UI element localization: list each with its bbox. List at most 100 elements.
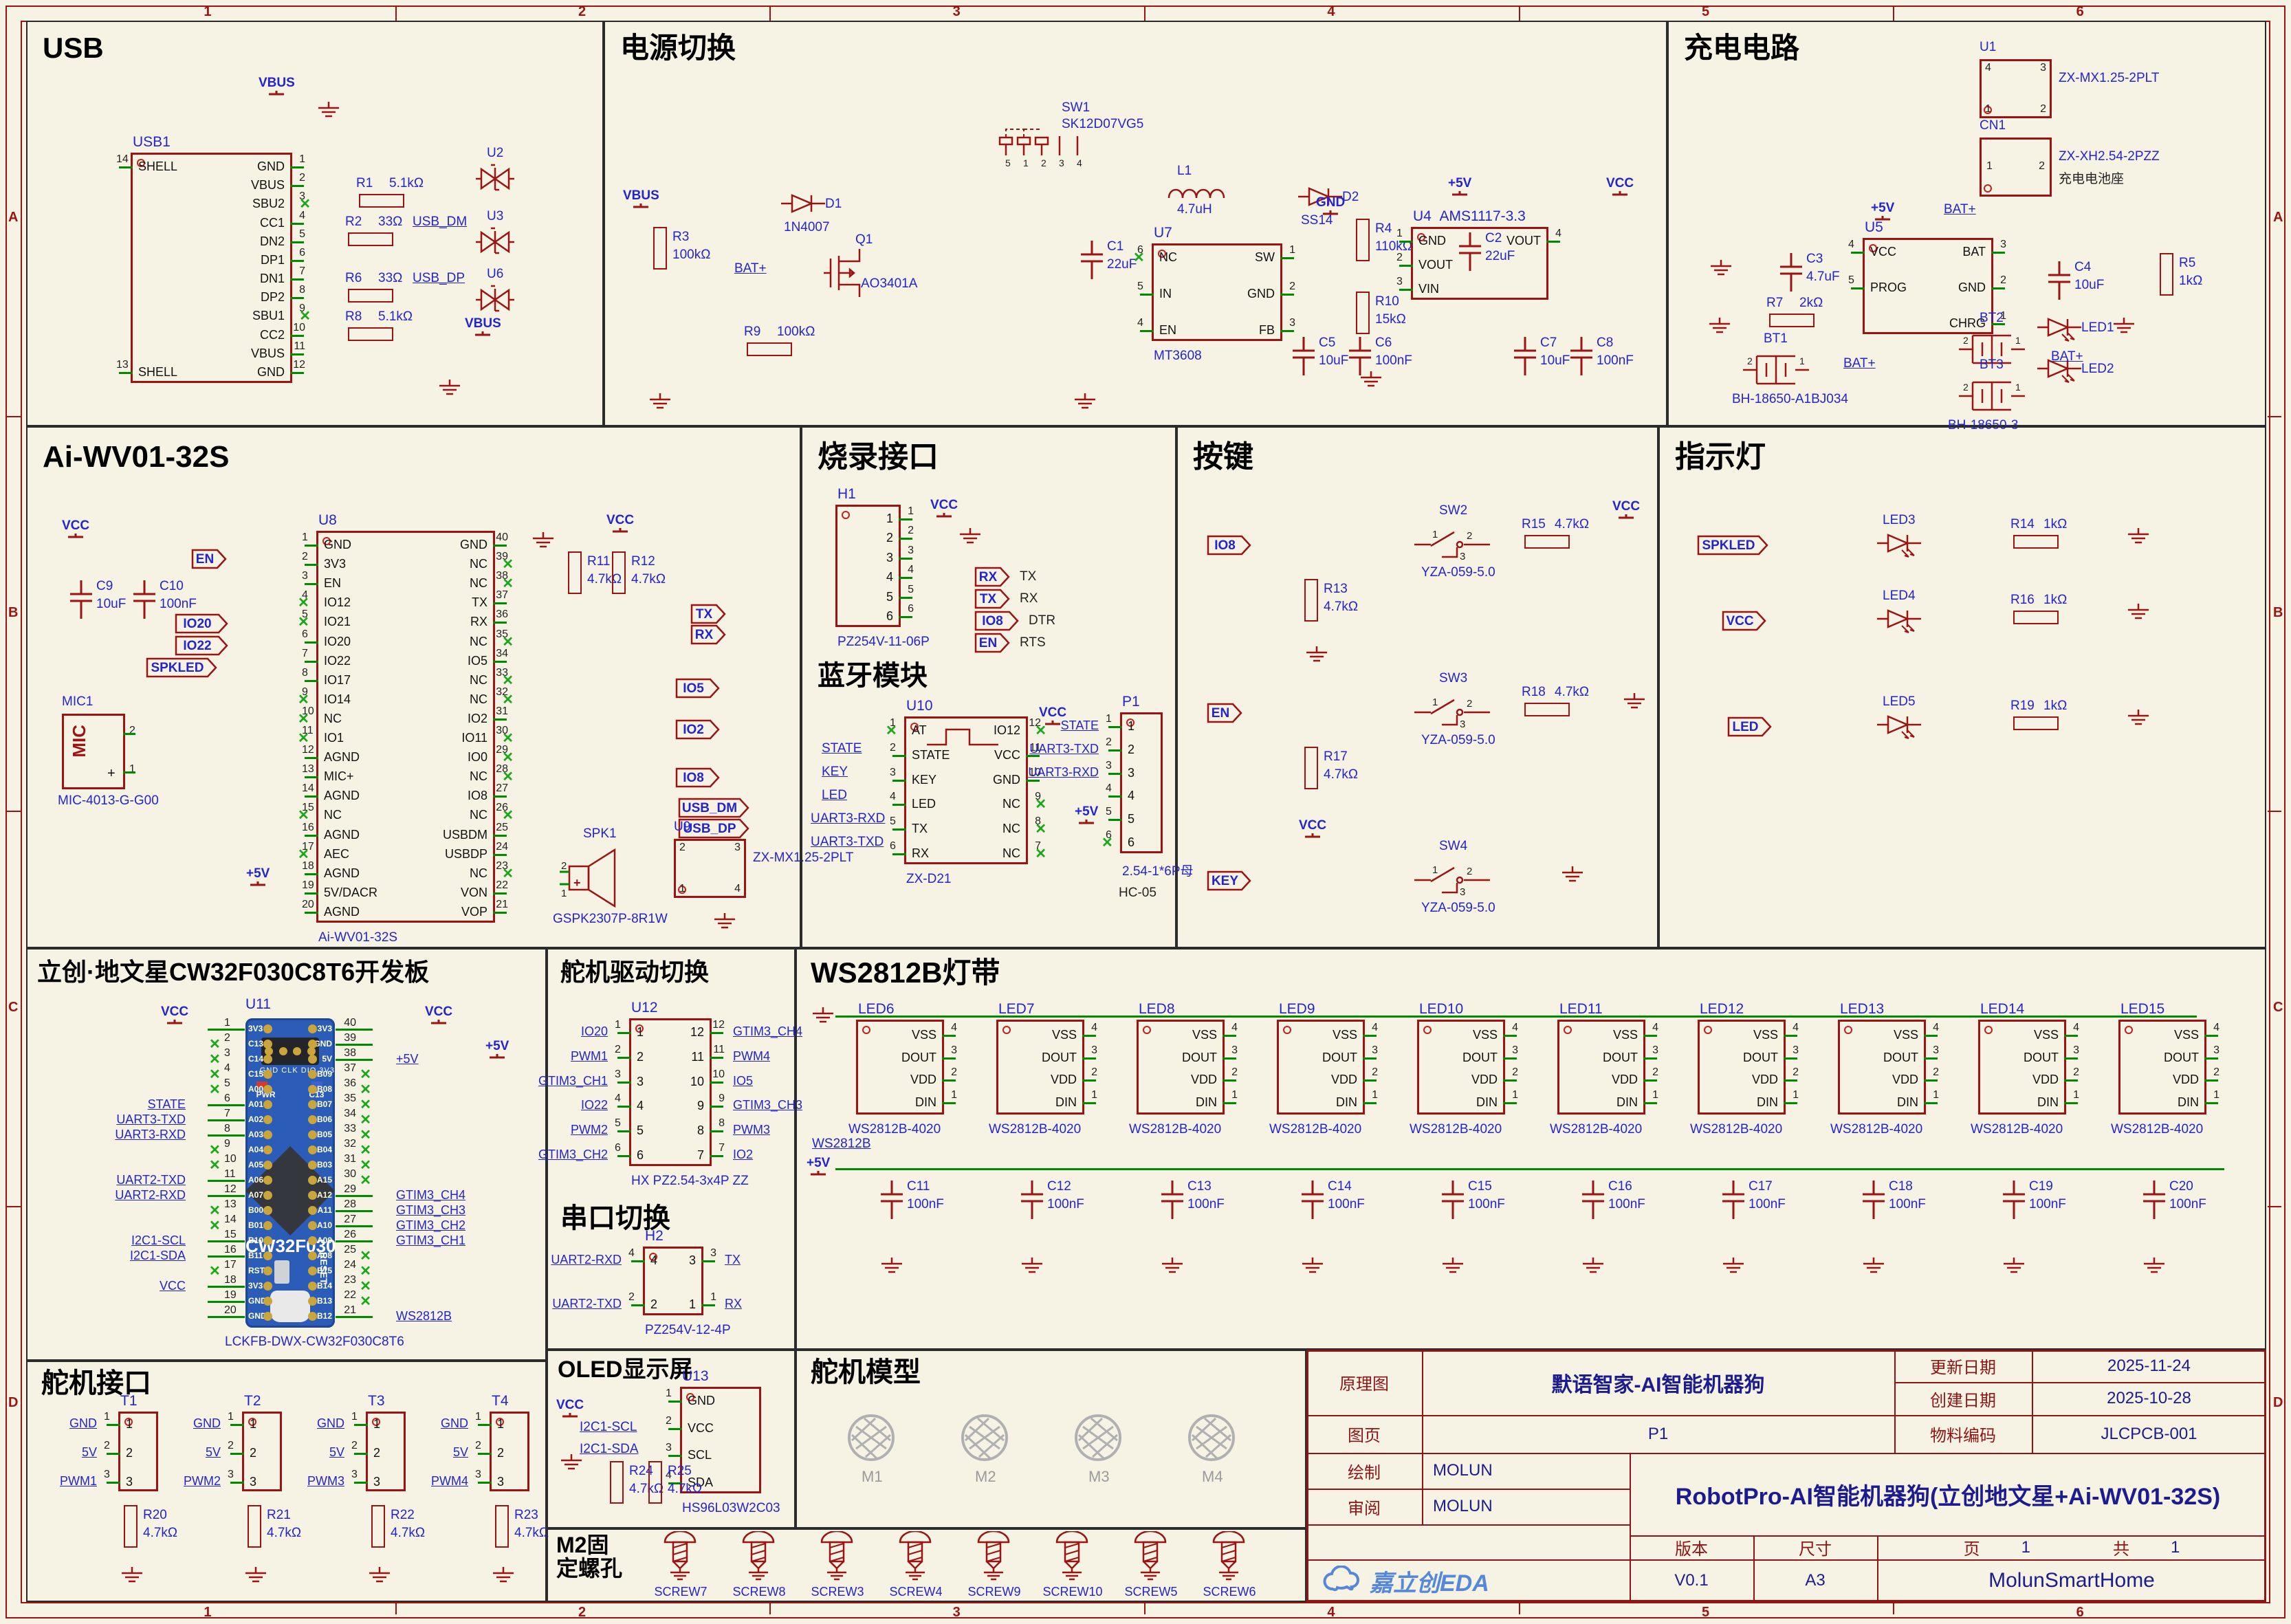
- resistor-R17[interactable]: R17 4.7kΩ: [1304, 747, 1358, 789]
- net-label-LED[interactable]: LED: [822, 788, 847, 802]
- capacitor-C1[interactable]: C1 22uF: [1078, 239, 1137, 279]
- resistor-R1[interactable]: R1 5.1kΩ: [356, 176, 424, 208]
- power-flag-VCC[interactable]: VCC: [161, 1005, 188, 1028]
- power-flag-VCC[interactable]: VCC: [62, 518, 89, 542]
- power-flag-VCC[interactable]: VCC: [425, 1005, 452, 1028]
- net-label-IO5[interactable]: IO5: [733, 1073, 754, 1088]
- mount-screw-SCREW9[interactable]: SCREW9: [956, 1531, 1032, 1600]
- power-flag-VCC[interactable]: VCC: [930, 498, 958, 521]
- net-label-GTIM3_CH4[interactable]: GTIM3_CH4: [733, 1024, 803, 1038]
- capacitor-C14[interactable]: C14 100nF: [1299, 1179, 1365, 1219]
- port-EN[interactable]: EN: [191, 549, 227, 569]
- net-label-GND[interactable]: GND: [441, 1416, 468, 1430]
- resistor-R9[interactable]: R9 100kΩ: [744, 325, 815, 356]
- net-label-5V[interactable]: 5V: [452, 1445, 468, 1459]
- net-label-GTIM3_CH2[interactable]: GTIM3_CH2: [538, 1148, 608, 1161]
- power-flag-+5V[interactable]: +5V: [1448, 176, 1471, 199]
- mount-screw-SCREW4[interactable]: SCREW4: [878, 1531, 954, 1600]
- port-VCC[interactable]: VCC: [1722, 611, 1766, 631]
- capacitor-C16[interactable]: C16 100nF: [1579, 1179, 1645, 1219]
- servo-motor-M1[interactable]: M1: [845, 1412, 897, 1485]
- net-label-GTIM3_CH3[interactable]: GTIM3_CH3: [733, 1098, 803, 1112]
- capacitor-C3[interactable]: C3 4.7uF: [1777, 252, 1840, 292]
- net-label-IO22[interactable]: IO22: [580, 1098, 608, 1112]
- net-label-BAT+[interactable]: BAT+: [1843, 356, 1876, 371]
- capacitor-C10[interactable]: C10 100nF: [131, 579, 197, 619]
- mount-screw-SCREW3[interactable]: SCREW3: [800, 1531, 875, 1600]
- net-label-GTIM3_CH2[interactable]: GTIM3_CH2: [396, 1218, 466, 1232]
- resistor-R25[interactable]: R25 4.7kΩ: [648, 1461, 702, 1504]
- net-label-RX[interactable]: RX: [725, 1297, 743, 1310]
- port-LED[interactable]: LED: [1727, 716, 1772, 737]
- dev-board-U11[interactable]: GND CLK DIO 3V3 PWR C13 CW32F030 RESET 1…: [115, 996, 465, 1349]
- mount-screw-SCREW5[interactable]: SCREW5: [1113, 1531, 1189, 1600]
- port-USB_DP[interactable]: USB_DP: [678, 818, 749, 839]
- net-label-GND[interactable]: GND: [317, 1416, 344, 1430]
- resistor-R20[interactable]: R20 4.7kΩ: [124, 1505, 177, 1548]
- net-label-STATE[interactable]: STATE: [1060, 718, 1099, 732]
- net-label-I2C1-SCL[interactable]: I2C1-SCL: [131, 1233, 186, 1247]
- capacitor-C19[interactable]: C19 100nF: [2000, 1179, 2066, 1219]
- resistor-R19[interactable]: R19 1kΩ: [2010, 699, 2067, 730]
- net-label-PWM4[interactable]: PWM4: [733, 1049, 770, 1063]
- capacitor-C5[interactable]: C5 10uF: [1290, 336, 1348, 375]
- resistor-R13[interactable]: R13 4.7kΩ: [1304, 579, 1358, 622]
- battery-BT3[interactable]: 2 1 BT3 BH-18650-3: [1948, 358, 2025, 432]
- port-SPKLED[interactable]: SPKLED: [146, 657, 217, 678]
- net-label-PWM2[interactable]: PWM2: [571, 1123, 608, 1137]
- microphone-MIC1[interactable]: MIC 2 1 + MIC1 MIC-4013-G-G00: [58, 694, 159, 808]
- capacitor-C12[interactable]: C12 100nF: [1018, 1179, 1084, 1219]
- capacitor-C15[interactable]: C15 100nF: [1439, 1179, 1505, 1219]
- diode-LED4[interactable]: LED4: [1877, 589, 1921, 634]
- capacitor-C2[interactable]: C2 22uF: [1456, 231, 1515, 271]
- net-label-STATE[interactable]: STATE: [147, 1097, 186, 1111]
- diode-LED2[interactable]: LED2: [2037, 356, 2114, 384]
- net-label-UART3-TXD[interactable]: UART3-TXD: [116, 1112, 186, 1126]
- port-TX[interactable]: TX: [690, 604, 726, 624]
- resistor-R8[interactable]: R8 5.1kΩ: [345, 309, 413, 341]
- capacitor-C11[interactable]: C11 100nF: [878, 1179, 944, 1219]
- resistor-R16[interactable]: R16 1kΩ: [2010, 593, 2067, 624]
- power-flag-VCC[interactable]: VCC: [1299, 818, 1326, 842]
- resistor-R2[interactable]: R2 33Ω: [345, 215, 402, 246]
- capacitor-C20[interactable]: C20 100nF: [2140, 1179, 2206, 1219]
- net-label-BAT+[interactable]: BAT+: [2051, 349, 2083, 364]
- net-label-IO2[interactable]: IO2: [733, 1148, 754, 1161]
- battery-BT1[interactable]: 2 1 BT1 BH-18650-A1BJ034: [1732, 331, 1848, 406]
- capacitor-C18[interactable]: C18 100nF: [1860, 1179, 1926, 1219]
- resistor-R7[interactable]: R7 2kΩ: [1766, 296, 1823, 327]
- tvs-diode-U2[interactable]: U2: [476, 146, 514, 194]
- mount-screw-SCREW8[interactable]: SCREW8: [721, 1531, 797, 1600]
- net-label-UART2-TXD[interactable]: UART2-TXD: [552, 1297, 622, 1310]
- net-label-UART3-RXD[interactable]: UART3-RXD: [811, 811, 886, 826]
- net-label-STATE[interactable]: STATE: [822, 741, 862, 756]
- resistor-R12[interactable]: R12 4.7kΩ: [612, 551, 666, 594]
- resistor-R10[interactable]: R10 15kΩ: [1356, 292, 1406, 334]
- net-label-UART3-RXD[interactable]: UART3-RXD: [115, 1128, 186, 1141]
- servo-motor-M3[interactable]: M3: [1072, 1412, 1124, 1485]
- resistor-R14[interactable]: R14 1kΩ: [2010, 517, 2067, 549]
- net-label-GTIM3_CH1[interactable]: GTIM3_CH1: [396, 1233, 466, 1247]
- mount-screw-SCREW10[interactable]: SCREW10: [1035, 1531, 1110, 1600]
- port-IO5[interactable]: IO5: [675, 678, 720, 699]
- capacitor-C17[interactable]: C17 100nF: [1720, 1179, 1786, 1219]
- power-flag-VCC[interactable]: VCC: [1039, 705, 1066, 729]
